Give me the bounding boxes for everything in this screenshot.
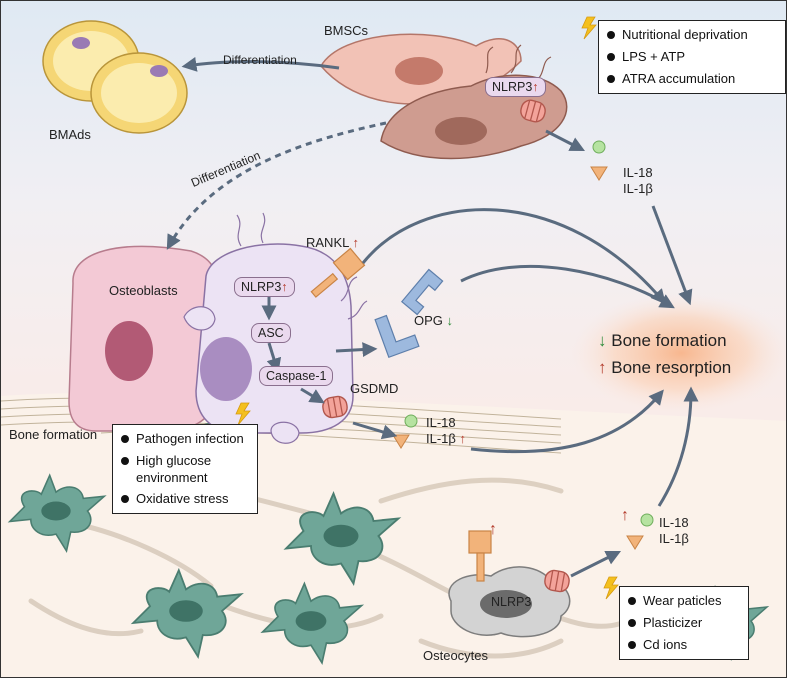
osteocyte-triggers-box: Wear paticles Plasticizer Cd ions	[619, 586, 749, 660]
outcome-bone-resorption: ↑ Bone resorption	[598, 358, 732, 377]
osteoblast-trigger-item: Pathogen infection	[121, 428, 249, 450]
bmsc-triggers-box: Nutritional deprivation LPS + ATP ATRA a…	[598, 20, 786, 94]
gsdmd-label: GSDMD	[350, 381, 399, 396]
nlrp3-osteocyte-label: NLRP3	[491, 595, 532, 609]
osteocyte-receptor-up-arrow: ↑	[489, 521, 497, 538]
opg-shape-1	[374, 314, 420, 359]
osteocyte-trigger-item: Cd ions	[628, 634, 740, 656]
rankl-receptor	[310, 247, 366, 298]
osteocyte-receptor	[468, 530, 492, 582]
osteoblasts-label: Osteoblasts	[109, 283, 178, 298]
bone-formation-layer-label: Bone formation	[9, 427, 98, 442]
osteocyte-trigger-item: Plasticizer	[628, 612, 740, 634]
bmads-label: BMAds	[49, 127, 91, 142]
nlrp3-bmsc-pill: NLRP3↑	[485, 77, 546, 97]
cytokines-low-up-arrow: ↑	[621, 507, 629, 524]
outcome-bone-formation: ↓ Bone formation	[598, 331, 727, 350]
outcome-glow	[571, 293, 786, 413]
differentiation-label-top: Differentiation	[223, 53, 297, 67]
opg-shape-2	[400, 268, 444, 316]
bmsc-trigger-item: Nutritional deprivation	[607, 24, 777, 46]
bmsc-trigger-item: ATRA accumulation	[607, 68, 777, 90]
nlrp3-osteoblast-pill: NLRP3↑	[234, 277, 295, 297]
opg-down-arrow: ↓	[446, 313, 454, 328]
osteoblast-triggers-box: Pathogen infection High glucose environm…	[112, 424, 258, 514]
osteocyte-trigger-item: Wear paticles	[628, 590, 740, 612]
bmscs-label: BMSCs	[324, 23, 369, 38]
opg-label: OPG ↓	[414, 313, 454, 328]
osteoblast-trigger-item: Oxidative stress	[121, 488, 249, 510]
cytokines-mid-up-arrow: ↑	[459, 431, 467, 446]
bmads-cells	[42, 20, 188, 134]
asc-pill: ASC	[251, 323, 291, 343]
osteocytes-label: Osteocytes	[423, 648, 489, 663]
caspase1-pill: Caspase-1	[259, 366, 334, 386]
osteoblast-trigger-item: High glucose environment	[121, 450, 249, 488]
bmsc-trigger-item: LPS + ATP	[607, 46, 777, 68]
pathway-arrows	[166, 56, 699, 578]
rankl-label: RANKL ↑	[306, 235, 359, 250]
rankl-up-arrow: ↑	[352, 235, 360, 250]
